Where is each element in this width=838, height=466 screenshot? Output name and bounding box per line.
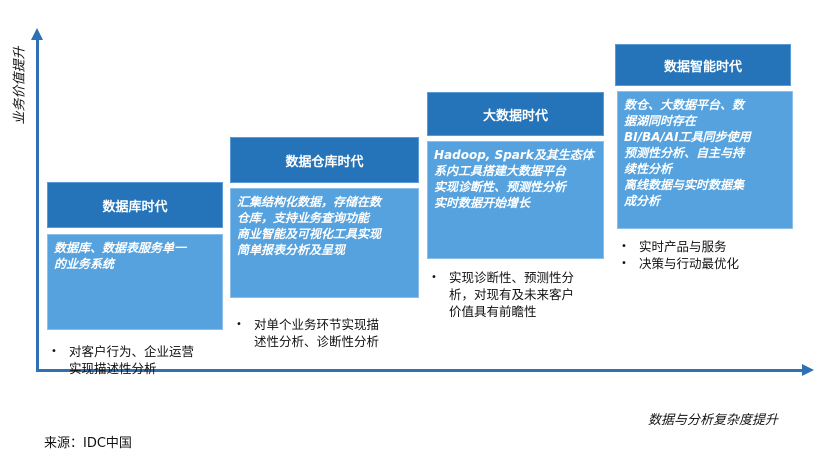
era-description: 数据库、数据表服务单一的业务系统: [47, 234, 223, 330]
bullet-line: 析，对现有及未来客户: [449, 287, 575, 302]
bullet-line: 决策与行动最优化: [639, 256, 740, 271]
era-description: 数仓、大数据平台、数据湖同时存在 BI/BA/AI工具同步使用预测性分析、自主与持…: [617, 91, 793, 229]
y-axis-label: 业务价值提升: [12, 46, 28, 125]
description-line: Hadoop, Spark及其生态体: [434, 148, 594, 162]
y-axis-arrow-icon: [31, 28, 43, 40]
bullet-line: 实时产品与服务: [639, 239, 727, 254]
description-line: 数仓、大数据平台、数: [624, 98, 745, 112]
description-line: BI/BA/AI工具同步使用: [624, 130, 751, 144]
description-line: 成分析: [624, 194, 661, 208]
era-outcomes: 实时产品与服务决策与行动最优化: [617, 238, 739, 272]
description-line: 据湖同时存在: [624, 114, 697, 128]
y-axis: [36, 38, 39, 372]
description-line: 仓库，支持业务查询功能: [237, 211, 370, 225]
bullet-line: 价值具有前瞻性: [449, 304, 537, 319]
outcome-bullet: 实时产品与服务: [617, 238, 739, 255]
x-axis: [36, 369, 804, 372]
description-line: 系内工具搭建大数据平台: [434, 164, 567, 178]
era-description: 汇集结构化数据，存储在数仓库，支持业务查询功能商业智能及可视化工具实现简单报表分…: [230, 188, 419, 298]
bullet-line: 对客户行为、企业运营: [69, 344, 195, 359]
outcome-bullet: 决策与行动最优化: [617, 255, 739, 272]
description-line: 实现诊断性、预测性分析: [434, 180, 567, 194]
description-line: 商业智能及可视化工具实现: [237, 227, 382, 241]
source-note: 来源：IDC中国: [44, 436, 132, 451]
bullet-line: 对单个业务环节实现描: [254, 317, 380, 332]
x-axis-arrow-icon: [802, 364, 814, 376]
bullet-line: 述性分析、诊断性分析: [254, 334, 380, 349]
bullet-line: 实现诊断性、预测性分: [449, 270, 575, 285]
description-line: 离线数据与实时数据集: [624, 178, 745, 192]
era-title: 数据智能时代: [615, 44, 791, 86]
description-line: 预测性分析、自主与持: [624, 146, 745, 160]
era-title: 数据仓库时代: [230, 137, 419, 183]
description-line: 数据库、数据表服务单一: [54, 241, 187, 255]
description-line: 续性分析: [624, 162, 673, 176]
description-line: 实时数据开始增长: [434, 196, 531, 210]
description-line: 简单报表分析及呈现: [237, 243, 346, 257]
bullet-line: 实现描述性分析: [69, 361, 157, 376]
description-line: 汇集结构化数据，存储在数: [237, 195, 382, 209]
description-line: 的业务系统: [54, 257, 115, 271]
era-title: 大数据时代: [427, 92, 604, 136]
era-description: Hadoop, Spark及其生态体系内工具搭建大数据平台实现诊断性、预测性分析…: [427, 141, 604, 259]
era-title: 数据库时代: [47, 182, 223, 228]
x-axis-label: 数据与分析复杂度提升: [648, 413, 779, 428]
